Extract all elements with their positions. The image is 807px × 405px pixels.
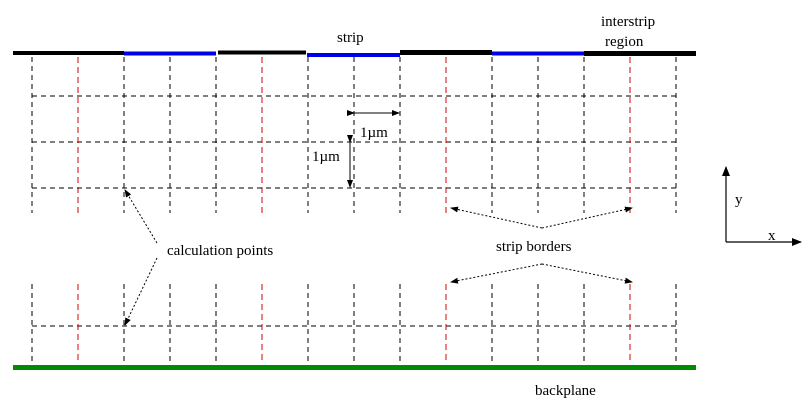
top-electrode-segments xyxy=(13,50,696,57)
y-axis-label: y xyxy=(735,192,743,208)
dy-label: 1µm xyxy=(312,149,340,165)
backplane-label: backplane xyxy=(535,383,596,399)
dx-label: 1µm xyxy=(360,125,388,141)
calculation-points-label: calculation points xyxy=(167,243,273,259)
interstrip-label-line1: interstrip xyxy=(601,14,655,30)
calculation-grid xyxy=(31,57,677,363)
interstrip-label-line2: region xyxy=(605,34,644,50)
coordinate-axes xyxy=(722,166,802,246)
x-axis-label: x xyxy=(768,228,776,244)
strip-border-lines xyxy=(77,57,631,363)
strip-borders-pointers xyxy=(450,206,633,284)
strip-label: strip xyxy=(337,30,364,46)
strip-borders-label: strip borders xyxy=(496,239,572,255)
calculation-points-pointers xyxy=(124,189,158,326)
